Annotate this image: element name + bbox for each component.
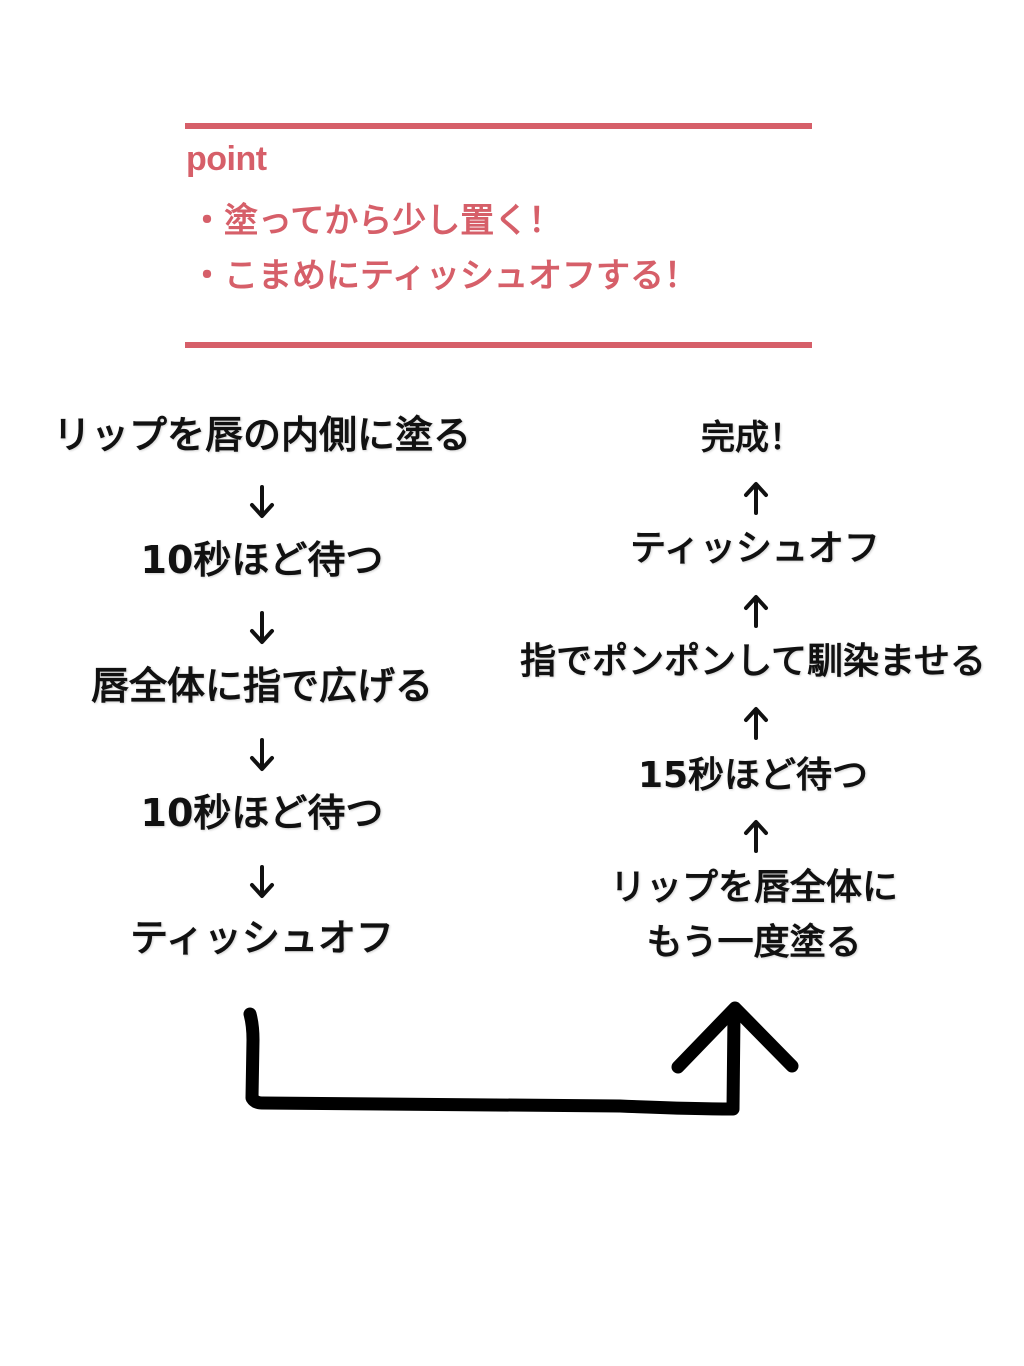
left-step-apply-inner-lip: リップを唇の内側に塗る xyxy=(52,413,472,457)
arrow-up-icon xyxy=(741,818,771,854)
right-step-wait-15s: 15秒ほど待つ xyxy=(637,755,869,796)
right-step-reapply-line2: もう一度塗る xyxy=(646,922,862,963)
point-title: point xyxy=(186,140,267,178)
arrow-up-icon xyxy=(741,705,771,741)
right-step-done: 完成！ xyxy=(701,418,803,458)
bottom-divider xyxy=(185,342,812,348)
arrow-down-icon xyxy=(247,864,277,900)
right-step-pat-with-finger: 指でポンポンして馴染ませる xyxy=(520,641,986,682)
point-item: ・こまめにティッシュオフする！ xyxy=(190,256,698,296)
right-step-tissue-off: ティッシュオフ xyxy=(630,528,880,569)
arrow-up-icon xyxy=(741,593,771,629)
left-step-tissue-off: ティッシュオフ xyxy=(130,916,394,960)
arrow-down-icon xyxy=(247,737,277,773)
top-divider xyxy=(185,123,812,129)
left-step-wait-10s-again: 10秒ほど待つ xyxy=(140,791,384,835)
arrow-up-icon xyxy=(741,480,771,516)
left-step-spread-with-finger: 唇全体に指で広げる xyxy=(90,664,434,708)
right-step-reapply-line1: リップを唇全体に xyxy=(609,867,899,908)
left-step-wait-10s: 10秒ほど待つ xyxy=(140,538,384,582)
arrow-down-icon xyxy=(247,610,277,646)
arrow-down-icon xyxy=(247,484,277,520)
point-item: ・塗ってから少し置く！ xyxy=(190,201,563,241)
